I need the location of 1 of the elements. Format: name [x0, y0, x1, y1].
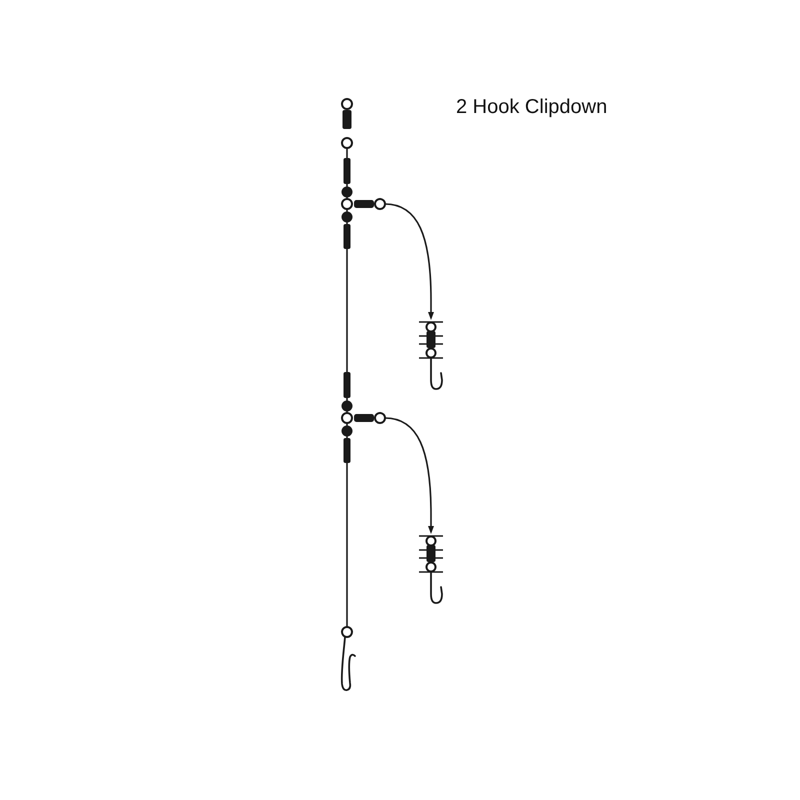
diagram-title: 2 Hook Clipdown [456, 96, 608, 119]
